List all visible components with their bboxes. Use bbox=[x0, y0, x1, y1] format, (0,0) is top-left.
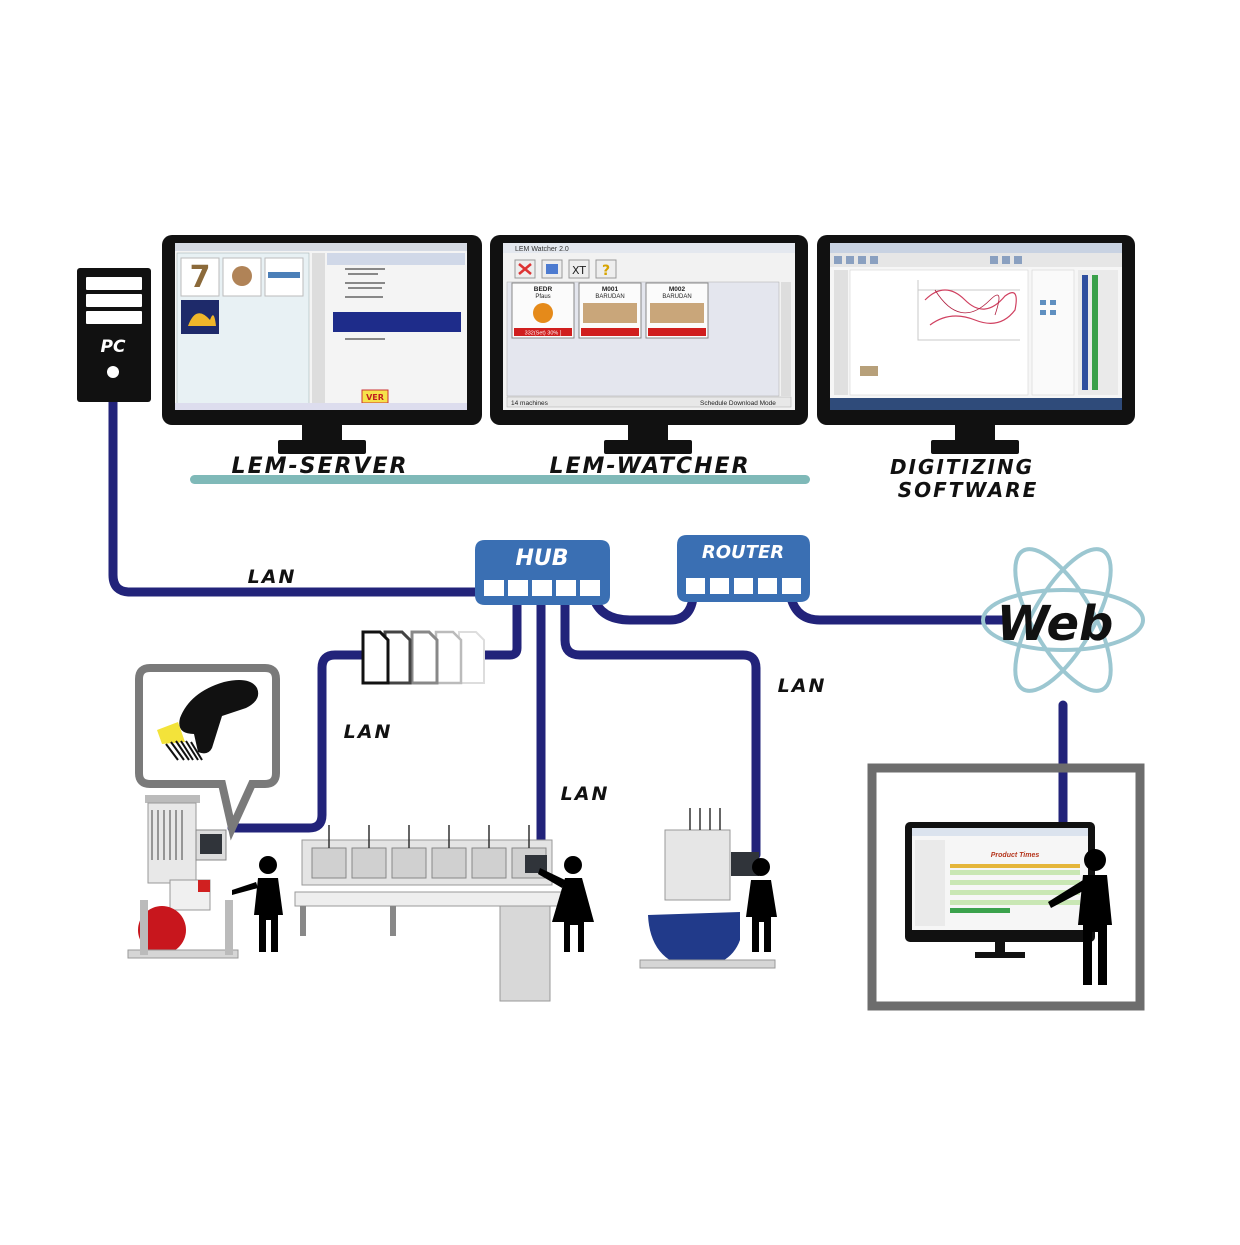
watcher-machine-card-3[interactable]: M002 BARUDAN bbox=[645, 282, 709, 339]
cable-hub-router bbox=[588, 591, 698, 625]
machine-1-maker: Pfaus bbox=[535, 294, 550, 300]
monitor-digitizing bbox=[817, 235, 1135, 454]
person-remote-viewer bbox=[1048, 849, 1112, 985]
hub-ports bbox=[484, 580, 600, 596]
router-label: ROUTER bbox=[702, 542, 784, 563]
barcode-icon bbox=[165, 740, 203, 761]
remote-monitoring-frame: Product Times bbox=[867, 763, 1145, 1011]
router: ROUTER bbox=[677, 535, 810, 602]
monitor-lem-server: 7 VER bbox=[162, 235, 482, 454]
embroidery-machine-multihead bbox=[294, 825, 571, 1002]
cable-hub-scanner bbox=[227, 591, 522, 833]
web-label: Web bbox=[997, 596, 1114, 652]
cable-hub-machine-right bbox=[560, 591, 761, 860]
hub: HUB bbox=[475, 540, 610, 605]
person-operator-left bbox=[232, 856, 283, 952]
machine-1-code: BEDR bbox=[534, 286, 553, 293]
server-watcher-divider bbox=[190, 475, 810, 484]
embroidery-machine-right bbox=[639, 808, 776, 969]
pc-power-led bbox=[107, 366, 119, 378]
router-ports bbox=[686, 578, 801, 594]
document-icons bbox=[361, 630, 485, 685]
hub-label: HUB bbox=[515, 546, 568, 571]
svg-text:XT: XT bbox=[572, 264, 586, 277]
person-operator-right bbox=[746, 858, 777, 952]
machine-1-status: 332(Set) 30% ] bbox=[525, 331, 562, 337]
machine-3-maker: BARUDAN bbox=[662, 294, 691, 300]
svg-text:7: 7 bbox=[190, 260, 211, 295]
lan-label-right: LAN bbox=[778, 675, 827, 697]
lan-label-center: LAN bbox=[561, 783, 610, 805]
machine-2-code: M001 bbox=[602, 286, 619, 293]
watcher-window-title: LEM Watcher 2.0 bbox=[515, 246, 569, 253]
lan-label-scanner: LAN bbox=[344, 721, 393, 743]
svg-text:?: ? bbox=[602, 263, 610, 279]
machine-2-maker: BARUDAN bbox=[595, 294, 624, 300]
watcher-machine-card-1[interactable]: BEDR Pfaus 332(Set) 30% ] bbox=[511, 282, 575, 339]
digitizing-label-line2: SOFTWARE bbox=[898, 478, 1039, 502]
watcher-status-left: 14 machines bbox=[511, 400, 549, 407]
lem-watcher-label: LEM-WATCHER bbox=[549, 454, 750, 479]
pc-tower: PC bbox=[77, 268, 151, 402]
barcode-scanner-icon bbox=[179, 680, 259, 754]
lan-label-pc: LAN bbox=[248, 566, 297, 588]
machine-3-code: M002 bbox=[669, 286, 686, 293]
watcher-status-right: Schedule Download Mode bbox=[700, 400, 776, 407]
embroidery-machine-left bbox=[127, 795, 239, 959]
pc-label: PC bbox=[101, 337, 126, 357]
monitor-lem-watcher: LEM Watcher 2.0 XT ? BEDR Pfaus 332(Set)… bbox=[490, 235, 808, 454]
lem-server-label: LEM-SERVER bbox=[232, 454, 409, 479]
ver-badge: VER bbox=[366, 393, 384, 402]
lan-cables bbox=[108, 393, 1068, 863]
cable-pc-hub bbox=[108, 393, 485, 597]
web-screen-title: Product Times bbox=[991, 852, 1040, 859]
digitizing-label-line1: DIGITIZING bbox=[890, 455, 1034, 479]
person-operator-female bbox=[538, 856, 594, 952]
cable-router-web bbox=[786, 593, 1010, 625]
barcode-scanner-bubble bbox=[135, 664, 280, 841]
watcher-machine-card-2[interactable]: M001 BARUDAN bbox=[578, 282, 642, 339]
web-globe bbox=[981, 547, 1145, 693]
